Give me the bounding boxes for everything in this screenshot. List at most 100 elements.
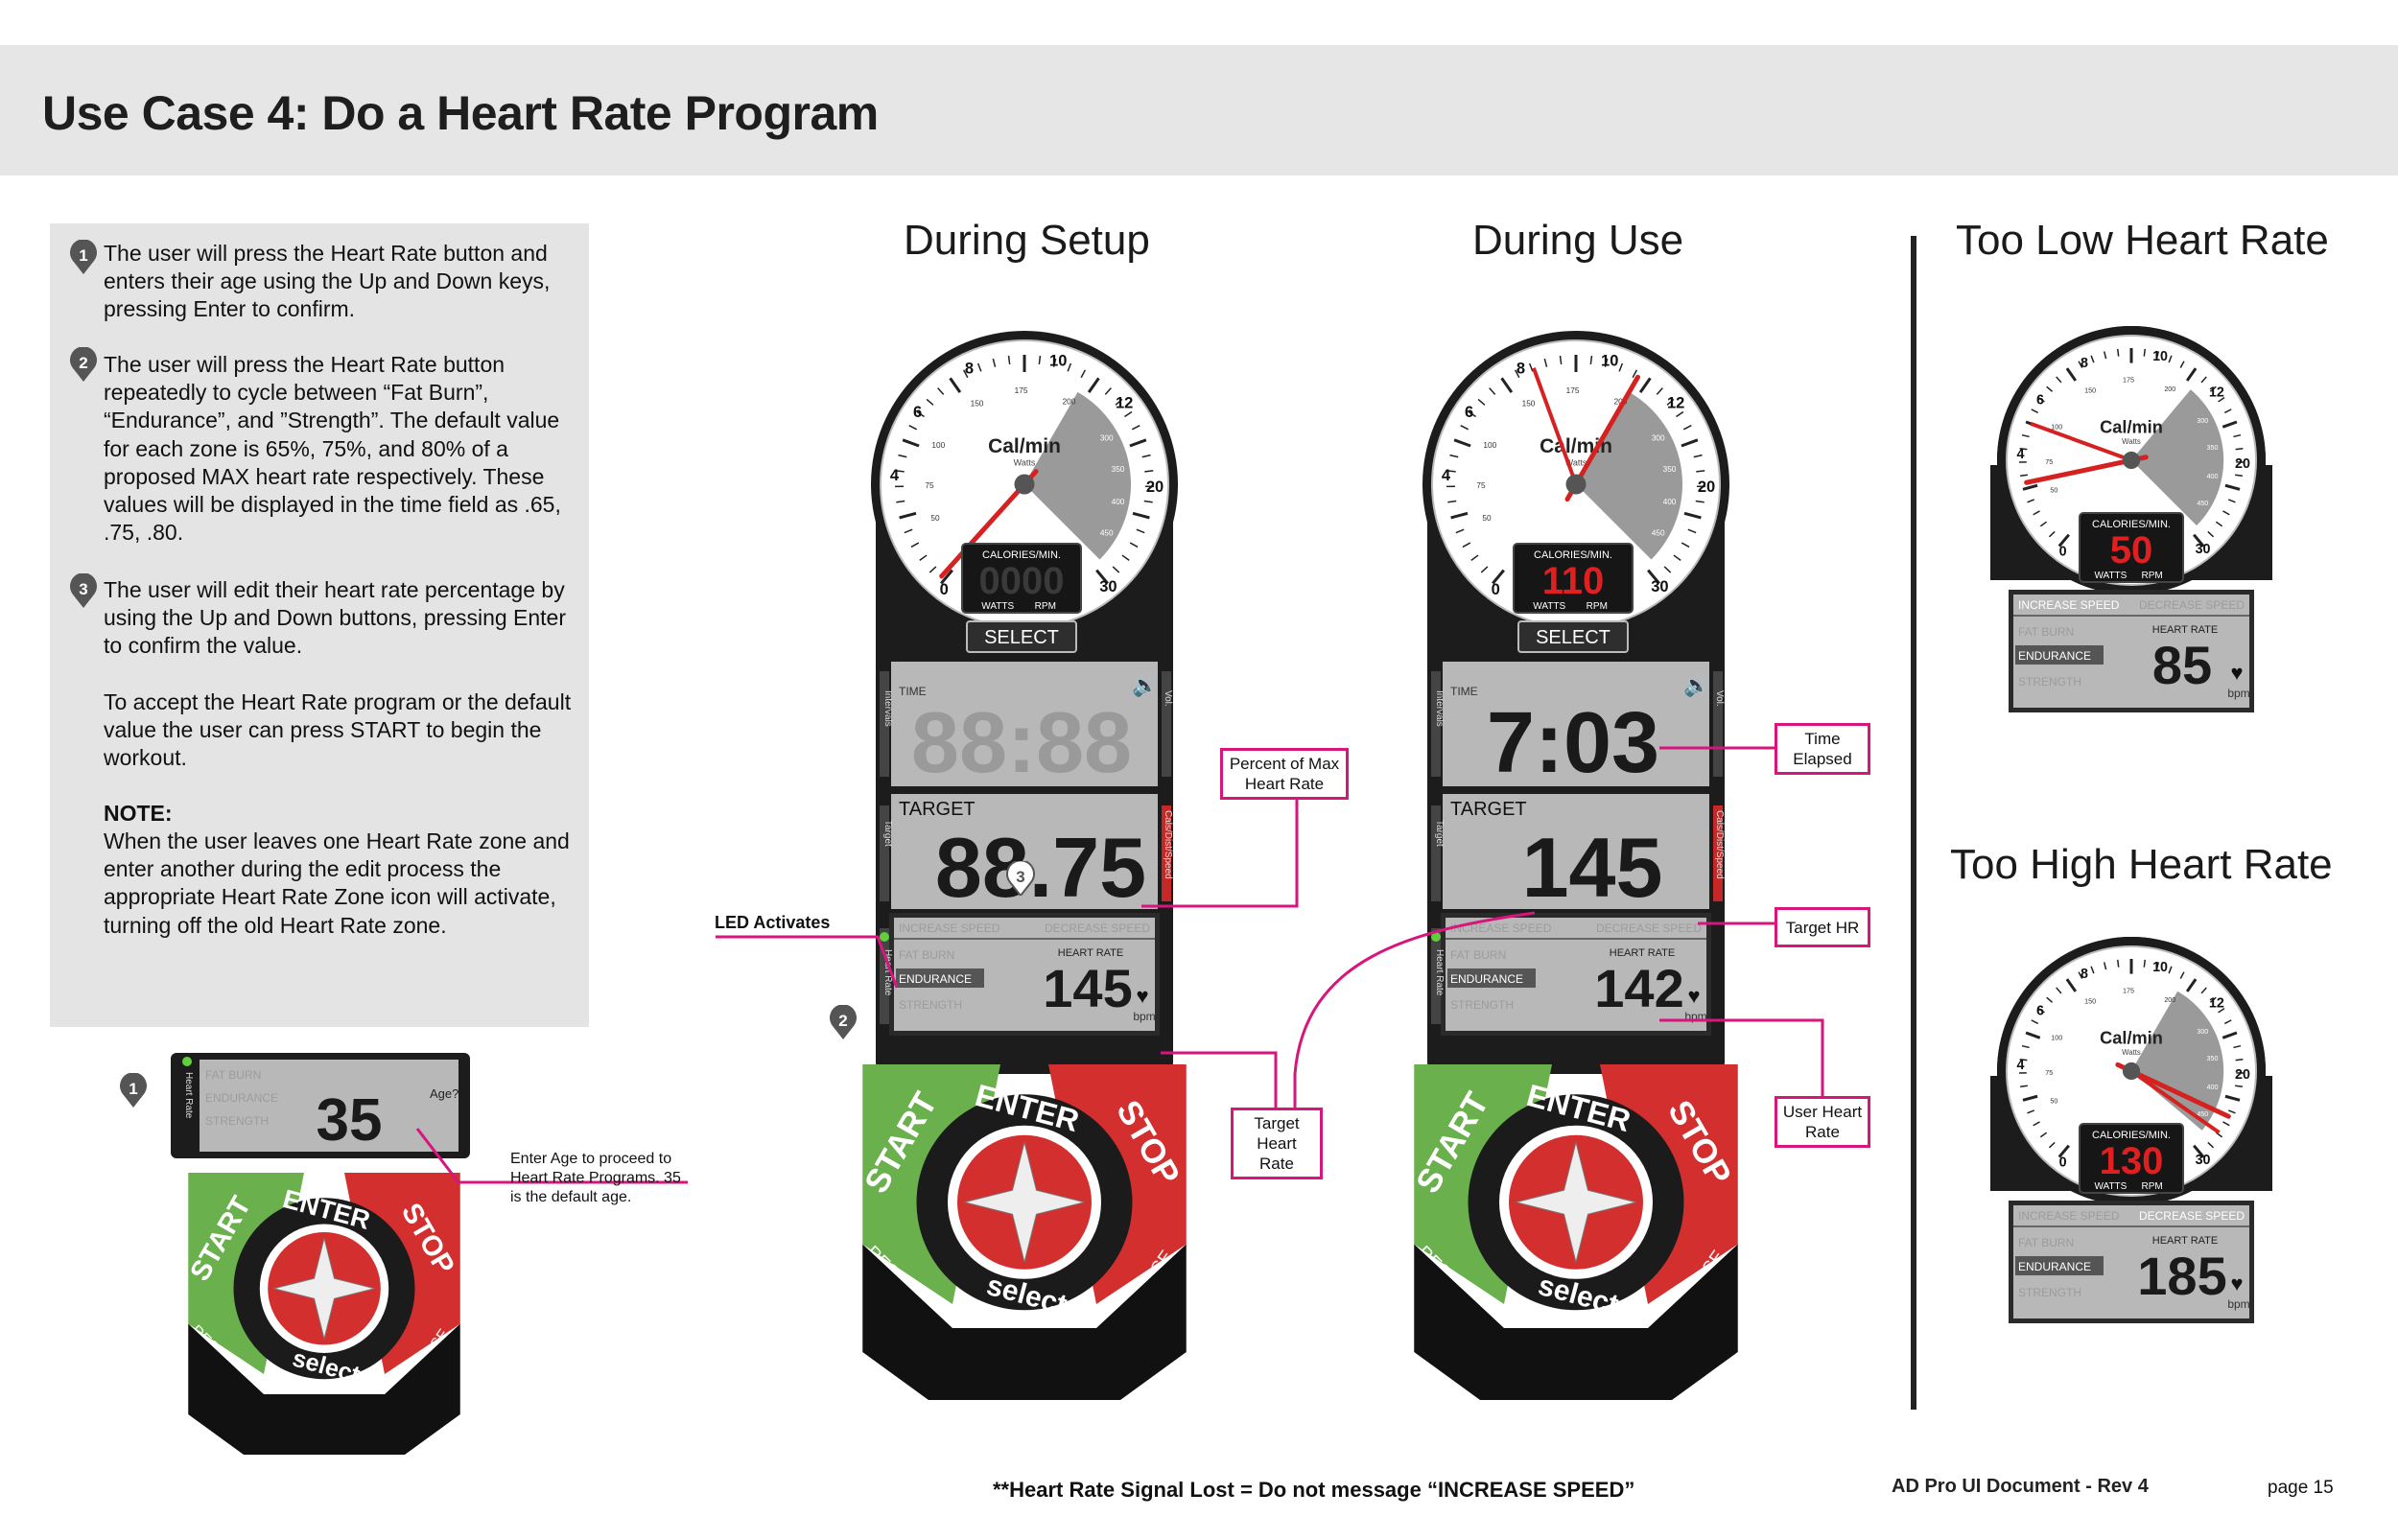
heart-rate-label: HEART RATE	[1058, 947, 1123, 959]
gauge-inner-tick-label: 350	[2207, 1055, 2219, 1062]
volume-key	[1162, 671, 1171, 777]
svg-text:2: 2	[838, 1012, 847, 1030]
gauge-tick	[2235, 448, 2244, 451]
gauge-inner-tick-label: 150	[971, 399, 984, 408]
gauge-inner-tick-label: 50	[2050, 486, 2057, 494]
strength-label: STRENGTH	[899, 998, 962, 1012]
gauge-tick	[2143, 959, 2147, 968]
gauge-tick	[1087, 377, 1100, 394]
fat-burn-label: FAT BURN	[1450, 948, 1506, 962]
rpm-label: RPM	[1035, 601, 1056, 612]
gauge-outer-tick-label: 6	[2036, 1003, 2044, 1018]
heart-rate-led	[1431, 932, 1441, 942]
gauge-tick	[2048, 530, 2056, 538]
gauge-tick	[2048, 1141, 2056, 1149]
watts-label: WATTS	[981, 601, 1014, 612]
gauge-tick	[1676, 410, 1684, 418]
intervals-key	[1431, 671, 1441, 777]
gauge-tick	[1693, 454, 1703, 458]
calories-value: 110	[1542, 560, 1605, 602]
gauge-tick	[1673, 554, 1681, 561]
gauge-outer-tick-label: 8	[2081, 967, 2088, 982]
gauge-inner-tick-label: 175	[1566, 386, 1580, 395]
gauge-tick	[2218, 396, 2225, 403]
gauge-tick	[2056, 376, 2062, 384]
calories-label: CALORIES/MIN.	[2092, 1130, 2171, 1141]
gauge-inner-tick-label: 400	[2207, 473, 2219, 480]
target-label: TARGET	[899, 799, 976, 820]
intervals-label: Intervals	[1434, 690, 1445, 727]
heart-icon: ♥	[2230, 661, 2243, 685]
fat-burn-label: FAT BURN	[899, 948, 954, 962]
increase-speed-label: INCREASE SPEED	[2018, 1209, 2120, 1223]
gauge-hub	[1565, 474, 1587, 495]
svg-text:1: 1	[129, 1080, 137, 1098]
gauge-tick	[2037, 396, 2045, 403]
gauge-tick	[2078, 971, 2083, 979]
gauge-tick	[1112, 566, 1120, 573]
target-key	[1431, 805, 1441, 901]
gauge-tick	[1559, 355, 1563, 365]
gauge-tick	[1136, 528, 1145, 534]
gauge-tick	[1480, 566, 1489, 573]
gauge-outer-tick-label: 10	[2152, 960, 2168, 975]
target-label: TARGET	[1450, 799, 1527, 820]
gauge-tick	[1449, 454, 1459, 458]
gauge-tick	[2090, 966, 2095, 974]
gauge-tick	[1141, 454, 1151, 458]
compass-star-icon	[1516, 1142, 1636, 1263]
calories-label: CALORIES/MIN.	[1534, 549, 1612, 561]
gauge-tick	[926, 398, 934, 406]
strength-label: STRENGTH	[2018, 1286, 2081, 1299]
gauge-shade	[2131, 991, 2224, 1131]
decrease-speed-label: DECREASE SPEED	[1596, 922, 1702, 935]
heart-rate-value: 145	[1043, 958, 1132, 1018]
gauge-tick	[895, 470, 905, 473]
gauge-outer-tick-label: 20	[1698, 478, 1715, 496]
gauge-tick	[1124, 410, 1133, 418]
gauge-inner-tick-label: 450	[2197, 1110, 2208, 1118]
speaker-icon: 🔊	[1683, 672, 1709, 698]
gauge-tick	[2031, 1019, 2039, 1025]
gauge-tick	[1115, 398, 1123, 406]
gauge-tick	[1052, 358, 1057, 367]
gauge-tick	[908, 425, 918, 431]
compass-star-icon	[964, 1142, 1085, 1263]
gauge-outer-tick-label: 30	[2196, 1153, 2211, 1168]
volume-label: Vol.	[1163, 690, 1173, 707]
gauge-inner-tick-label: 100	[2051, 1035, 2062, 1042]
cals-side-label: Cals/Dist/Speed	[1163, 810, 1173, 879]
gauge-tick	[2116, 348, 2120, 357]
target-value: 145	[1522, 820, 1663, 915]
gauge-tick	[2207, 530, 2215, 538]
time-value: 88:88	[911, 695, 1132, 791]
step-1-device-marker-icon: 1	[120, 1073, 147, 1108]
gauge-outer-tick-label: 6	[913, 404, 922, 421]
gauge-inner-tick-label: 75	[925, 481, 934, 490]
gauge-tick	[1470, 554, 1479, 561]
column-divider	[1911, 236, 1916, 1410]
gauge-inner-tick-label: 200	[1063, 398, 1076, 407]
gauge-outer-tick-label: 12	[2209, 385, 2224, 400]
console-base	[188, 1323, 460, 1455]
gauge-tick	[1663, 566, 1672, 573]
gauge-hub	[2122, 1062, 2141, 1081]
gauge-outer-tick-label: 6	[2036, 392, 2044, 408]
gauge-tick	[2222, 420, 2238, 429]
gauge-tick	[1450, 511, 1469, 520]
gauge-tick	[2224, 1094, 2241, 1102]
time-lcd	[891, 662, 1158, 786]
svg-text:3: 3	[1016, 868, 1024, 886]
gauge-tick	[1696, 470, 1705, 473]
gauge-tick	[2065, 978, 2078, 992]
gauge-outer-tick-label: 4	[890, 467, 900, 484]
select-label: SELECT	[1536, 627, 1610, 648]
instructions-panel	[50, 223, 589, 1027]
